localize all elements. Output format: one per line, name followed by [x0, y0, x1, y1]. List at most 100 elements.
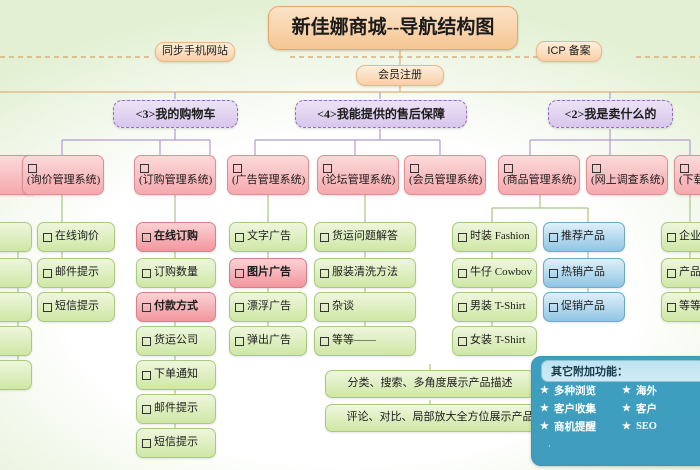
- checkbox-icon: [667, 232, 676, 242]
- list-item[interactable]: 订购数量: [136, 258, 216, 288]
- checkbox-icon: [142, 370, 151, 380]
- icp-record-node[interactable]: ICP 备案: [536, 41, 602, 62]
- category-label: <4>我能提供的售后保障: [317, 106, 445, 121]
- category-node-whatisell[interactable]: <2>我是卖什么的: [548, 100, 673, 128]
- list-item[interactable]: ——: [0, 360, 32, 390]
- checkbox-icon: [235, 302, 244, 312]
- system-label: (网上调查系统): [591, 173, 665, 186]
- checkbox-icon: [320, 232, 329, 242]
- system-node-member[interactable]: (会员管理系统): [404, 155, 486, 195]
- addon-item-label: 商机提醒: [553, 422, 596, 433]
- addon-item[interactable]: ★ 客户收集: [540, 401, 618, 416]
- system-label: (会员管理系统): [409, 173, 483, 186]
- system-node-forum[interactable]: (论坛管理系统): [317, 155, 399, 195]
- addon-item[interactable]: ★ 客户: [622, 401, 700, 416]
- list-item-label: 图片广告: [247, 266, 291, 279]
- list-item[interactable]: 图片广告: [229, 258, 307, 288]
- list-item-label: 男装 T-Shirt: [470, 300, 526, 313]
- list-item-label: 等等: [679, 300, 700, 313]
- member-register-node[interactable]: 会员注册: [356, 65, 444, 86]
- list-item-label: 文字广告: [247, 230, 291, 243]
- member-register-label: 会员注册: [378, 68, 422, 81]
- list-item[interactable]: 货运问题解答: [314, 222, 416, 252]
- list-item[interactable]: 产品: [661, 258, 700, 288]
- list-item[interactable]: 等等: [661, 292, 700, 322]
- list-item[interactable]: 漂浮广告: [229, 292, 307, 322]
- list-item[interactable]: 下单通知: [136, 360, 216, 390]
- list-item[interactable]: 牛仔 Cowbov: [452, 258, 537, 288]
- list-item-label: 时装 Fashion: [470, 230, 530, 243]
- list-item[interactable]: 在线订购: [136, 222, 216, 252]
- list-item[interactable]: 短信提示: [136, 428, 216, 458]
- system-node-survey[interactable]: (网上调查系统): [586, 155, 668, 195]
- system-node-product[interactable]: (商品管理系统): [498, 155, 580, 195]
- addon-item[interactable]: ★ 商机提醒: [540, 419, 618, 434]
- star-icon: ★: [622, 421, 631, 432]
- list-item-label: 在线订购: [154, 230, 198, 243]
- list-item[interactable]: 推荐产品: [543, 222, 625, 252]
- list-item[interactable]: 货运公司: [136, 326, 216, 356]
- checkbox-icon: [667, 268, 676, 278]
- addon-title-label: 其它附加功能：: [551, 366, 628, 378]
- list-item[interactable]: 热销产品: [543, 258, 625, 288]
- list-item[interactable]: 动: [0, 326, 32, 356]
- system-label: (商品管理系统): [503, 173, 577, 186]
- list-item[interactable]: 文字广告: [229, 222, 307, 252]
- system-label: (订购管理系统): [139, 173, 213, 186]
- system-node-inquiry[interactable]: (询价管理系统): [22, 155, 104, 195]
- list-item[interactable]: 企业: [661, 222, 700, 252]
- addon-item[interactable]: ★ SEO: [622, 419, 700, 434]
- list-item[interactable]: 杂谈: [314, 292, 416, 322]
- diagram-title-node: 新佳娜商城--导航结构图: [268, 6, 518, 50]
- checkbox-icon: [140, 163, 149, 173]
- list-item[interactable]: 在线询价: [37, 222, 115, 252]
- checkbox-icon: [142, 438, 151, 448]
- list-item-label: 在线询价: [55, 230, 99, 243]
- diagram-title-label: 新佳娜商城--导航结构图: [291, 17, 495, 39]
- category-node-aftersales[interactable]: <4>我能提供的售后保障: [295, 100, 467, 128]
- list-item[interactable]: 付款方式: [136, 292, 216, 322]
- addon-item-label: 客户: [635, 404, 657, 415]
- list-item[interactable]: 等等——: [314, 326, 416, 356]
- addon-item[interactable]: ★ 多种浏览: [540, 383, 618, 398]
- list-item[interactable]: 男装 T-Shirt: [452, 292, 537, 322]
- checkbox-icon: [549, 302, 558, 312]
- checkbox-icon: [43, 232, 52, 242]
- bottom-note-compare[interactable]: 评论、对比、局部放大全方位展示产品: [325, 404, 555, 432]
- checkbox-icon: [592, 163, 601, 173]
- addon-item-label: SEO: [635, 421, 657, 432]
- sync-mobile-site-node[interactable]: 同步手机网站: [155, 42, 235, 62]
- system-label: (论坛管理系统): [322, 173, 396, 186]
- list-item-label: 短信提示: [154, 436, 198, 449]
- addon-item[interactable]: ★ 海外: [622, 383, 700, 398]
- addon-item-label: 海外: [635, 386, 657, 397]
- system-label: (询价管理系统): [27, 173, 101, 186]
- list-item[interactable]: 科: [0, 258, 32, 288]
- list-item-label: 弹出广告: [247, 334, 291, 347]
- system-node-order[interactable]: (订购管理系统): [134, 155, 216, 195]
- list-item[interactable]: 新闻: [0, 222, 32, 252]
- bottom-note-display[interactable]: 分类、搜索、多角度展示产品描述: [325, 370, 535, 398]
- list-item[interactable]: 告: [0, 292, 32, 322]
- system-node-download[interactable]: (下载: [674, 155, 700, 195]
- system-node-ads[interactable]: (广告管理系统): [227, 155, 309, 195]
- list-item[interactable]: 弹出广告: [229, 326, 307, 356]
- list-item[interactable]: 时装 Fashion: [452, 222, 537, 252]
- star-icon: ★: [540, 421, 549, 432]
- list-item[interactable]: 短信提示: [37, 292, 115, 322]
- checkbox-icon: [43, 268, 52, 278]
- checkbox-icon: [142, 302, 151, 312]
- list-item[interactable]: 女装 T-Shirt: [452, 326, 537, 356]
- list-item-label: 女装 T-Shirt: [470, 334, 526, 347]
- checkbox-icon: [233, 163, 242, 173]
- list-item[interactable]: 促销产品: [543, 292, 625, 322]
- list-item[interactable]: 邮件提示: [37, 258, 115, 288]
- list-item-label: 订购数量: [154, 266, 198, 279]
- category-node-cart[interactable]: <3>我的购物车: [113, 100, 238, 128]
- addon-items-grid: ★ 多种浏览 ★ 海外 ★ 客户收集 ★ 客户 ★ 商机提醒 ★ SEO: [540, 383, 700, 434]
- list-item-label: 杂谈: [332, 300, 354, 313]
- addon-more-indicator: ·: [548, 441, 551, 451]
- list-item[interactable]: 服装清洗方法: [314, 258, 416, 288]
- list-item[interactable]: 邮件提示: [136, 394, 216, 424]
